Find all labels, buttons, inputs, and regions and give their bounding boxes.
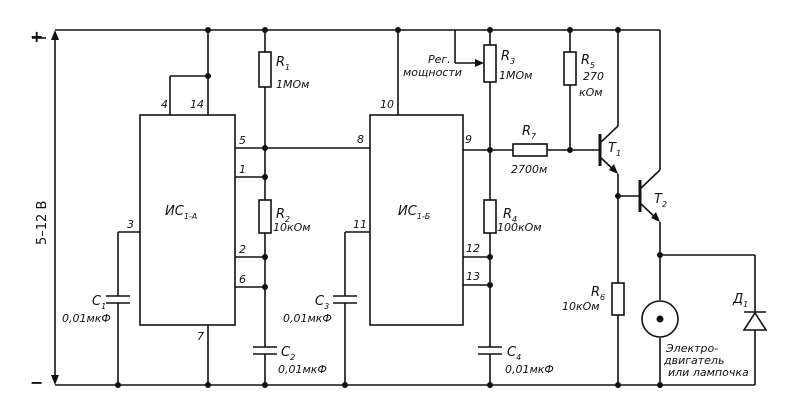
- load-label-line3: или лампочка: [668, 366, 749, 379]
- r7-value: 2700м: [511, 163, 547, 176]
- c3-label: C3: [315, 294, 329, 311]
- diode-d1: [742, 311, 768, 331]
- wiper-arrow-icon: [475, 59, 484, 67]
- load-label-line2: двигатель: [663, 354, 724, 367]
- supply-voltage-label: 5–12 В: [35, 201, 50, 245]
- ic-1a-pin-7: 7: [197, 330, 204, 343]
- junction-dot: [487, 147, 493, 153]
- power-adjust-label-line2: мощности: [403, 66, 462, 79]
- junction-dot: [205, 27, 211, 33]
- ic-1b-label: ИС1-Б: [398, 204, 431, 221]
- resistor-r7: [512, 143, 548, 157]
- potentiometer-r3: [483, 44, 497, 83]
- ic-1a-pin-4: 4: [161, 98, 168, 111]
- junction-dot: [205, 382, 211, 388]
- c4-label: C4: [507, 345, 521, 362]
- capacitor-c3: [333, 295, 357, 304]
- t2-label: T2: [654, 192, 667, 209]
- junction-dot: [262, 254, 268, 260]
- capacitor-c2: [253, 346, 277, 355]
- capacitor-c1: [106, 295, 130, 304]
- r1-value: 1МОм: [276, 78, 309, 91]
- junction-dot: [115, 382, 121, 388]
- ic-1a-pin-3: 3: [127, 218, 134, 231]
- r2-label: R2: [276, 207, 290, 224]
- ic-1b-pin-13: 13: [466, 270, 480, 283]
- junction-dot: [487, 382, 493, 388]
- ic-1b-pin-11: 11: [353, 218, 367, 231]
- power-adjust-label-line1: Рег.: [428, 53, 451, 66]
- junction-dot: [487, 282, 493, 288]
- junction-dot: [657, 252, 663, 258]
- ic-1a-pin-6: 6: [239, 273, 246, 286]
- r2-value: 10кОм: [273, 221, 311, 234]
- ic-1a-wiring: [117, 30, 370, 385]
- r7-label: R7: [522, 124, 537, 141]
- resistor-r1: [258, 51, 272, 88]
- ic-1a-pin-2: 2: [239, 243, 246, 256]
- ic-1a-label: ИС1-А: [165, 204, 197, 221]
- plus-rail-label: +: [30, 27, 43, 46]
- plus-rail: [32, 29, 620, 39]
- junction-dot: [615, 27, 621, 33]
- ic-1b-pin-10: 10: [380, 98, 394, 111]
- r6-label: R6: [591, 285, 605, 302]
- junction-dot: [262, 174, 268, 180]
- ic-1b-body: [369, 114, 464, 326]
- ic-1b-pin-9: 9: [465, 133, 472, 146]
- junction-dot: [615, 382, 621, 388]
- resistor-r4: [483, 199, 497, 234]
- r3-value: 1МОм: [499, 69, 532, 82]
- resistor-r6: [611, 282, 625, 316]
- r4-label: R4: [503, 207, 517, 224]
- resistor-r2: [258, 199, 272, 234]
- junction-dot: [487, 254, 493, 260]
- minus-rail-label: −: [30, 373, 43, 392]
- junction-dot: [567, 27, 573, 33]
- c1-label: C1: [92, 294, 106, 311]
- c4-value: 0,01мкФ: [505, 363, 554, 376]
- t1-label: T1: [608, 141, 621, 158]
- junction-dot: [262, 382, 268, 388]
- ic-1a-body: [139, 114, 236, 326]
- r3-label: R3: [501, 49, 515, 66]
- c1-value: 0,01мкФ: [62, 312, 111, 325]
- junction-dot: [615, 193, 621, 199]
- ic-1a-pin-5: 5: [239, 134, 246, 147]
- c2-value: 0,01мкФ: [278, 363, 327, 376]
- c3-value: 0,01мкФ: [283, 312, 332, 325]
- junction-dot: [395, 27, 401, 33]
- junction-dot: [262, 145, 268, 151]
- junction-dot: [342, 382, 348, 388]
- transistor-t2: [620, 29, 756, 385]
- r4-value: 100кОм: [497, 221, 542, 234]
- load-label-line1: Электро-: [665, 342, 718, 355]
- d1-label: Д1: [732, 292, 748, 309]
- capacitor-c4: [478, 346, 502, 355]
- resistor-r5: [563, 51, 577, 86]
- r5-label: R5: [581, 53, 595, 70]
- ic-1a-pin-1: 1: [239, 163, 246, 176]
- junction-dot: [487, 27, 493, 33]
- ic-1a-pin-14: 14: [190, 98, 204, 111]
- r5-value-number: 270: [583, 70, 604, 83]
- r5-value-unit: кОм: [579, 86, 603, 99]
- junction-dot: [205, 73, 211, 79]
- junction-dot: [262, 284, 268, 290]
- junction-dot: [657, 382, 663, 388]
- junction-dot: [262, 27, 268, 33]
- ic-1b-pin-12: 12: [466, 242, 480, 255]
- r6-value: 10кОм: [562, 300, 600, 313]
- transistor-t1: [598, 30, 640, 385]
- r1-label: R1: [276, 55, 290, 72]
- ic-1b-pin-8: 8: [357, 133, 364, 146]
- supply-voltage-arrow: [51, 30, 59, 385]
- c2-label: C2: [281, 345, 295, 362]
- load-center-dot: [656, 315, 664, 323]
